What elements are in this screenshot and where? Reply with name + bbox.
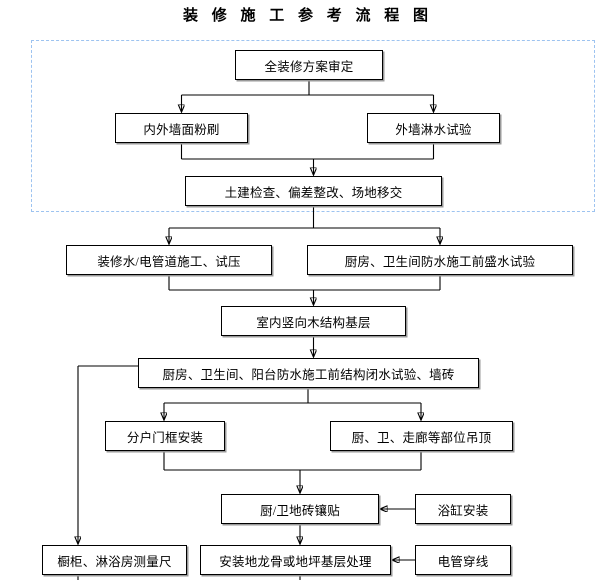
node-label: 外墙淋水试验 <box>395 122 472 137</box>
node-label: 装修水/电管道施工、试压 <box>97 254 241 269</box>
node-label: 室内竖向木结构基层 <box>256 315 371 330</box>
node-chuwei-dizhuan-xiangtie[interactable]: 厨/卫地砖镶贴 <box>221 494 379 524</box>
node-label: 安装地龙骨或地坪基层处理 <box>219 554 372 569</box>
node-yugang-anzhuang[interactable]: 浴缸安装 <box>415 494 511 524</box>
node-label: 浴缸安装 <box>437 503 489 518</box>
node-waiqiang-linshui-shiyan[interactable]: 外墙淋水试验 <box>367 113 500 143</box>
node-chugui-linyufang-celiang[interactable]: 橱柜、淋浴房测量尺 <box>42 545 187 575</box>
node-fenhu-menkuang-anzhuang[interactable]: 分户门框安装 <box>105 421 225 451</box>
node-chufang-weishengjian-shengshui[interactable]: 厨房、卫生间防水施工前盛水试验 <box>307 245 573 275</box>
node-dianguan-chuanxian[interactable]: 电管穿线 <box>415 545 511 575</box>
node-label: 厨、卫、走廊等部位吊顶 <box>351 430 492 445</box>
node-anzhuang-dilonggu-diping[interactable]: 安装地龙骨或地坪基层处理 <box>200 545 391 575</box>
node-chu-wei-zoulang-diaoding[interactable]: 厨、卫、走廊等部位吊顶 <box>330 421 513 451</box>
node-label: 土建检查、偏差整改、场地移交 <box>224 185 403 200</box>
node-neiwaiqiangmian-fenshua[interactable]: 内外墙面粉刷 <box>115 113 248 143</box>
node-shinei-shuxiang-mujiegou[interactable]: 室内竖向木结构基层 <box>221 306 406 336</box>
node-zhuangxiu-shuidian-guandao[interactable]: 装修水/电管道施工、试压 <box>66 245 272 275</box>
page-title: 装 修 施 工 参 考 流 程 图 <box>182 8 433 24</box>
node-label: 全装修方案审定 <box>264 59 354 74</box>
node-bishui-shiyan-qiangzhuan[interactable]: 厨房、卫生间、阳台防水施工前结构闭水试验、墙砖 <box>138 358 479 388</box>
node-label: 内外墙面粉刷 <box>143 122 220 137</box>
node-tujian-jiancha-yijiao[interactable]: 土建检查、偏差整改、场地移交 <box>185 176 442 206</box>
node-label: 橱柜、淋浴房测量尺 <box>57 554 172 569</box>
node-label: 分户门框安装 <box>126 430 204 445</box>
node-label: 厨房、卫生间防水施工前盛水试验 <box>344 254 536 269</box>
node-label: 厨/卫地砖镶贴 <box>260 503 340 518</box>
node-quanzhuangxiu-fangan-shending[interactable]: 全装修方案审定 <box>235 50 383 80</box>
node-label: 厨房、卫生间、阳台防水施工前结构闭水试验、墙砖 <box>162 367 455 382</box>
node-label: 电管穿线 <box>437 554 489 569</box>
